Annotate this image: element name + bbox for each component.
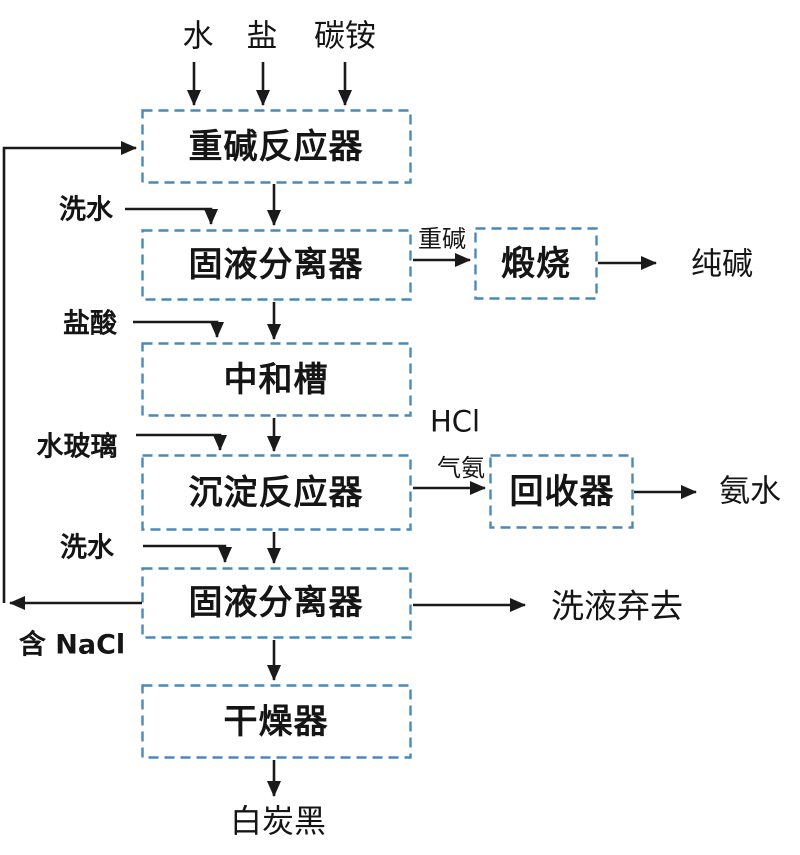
stream-heavy-alkali: 重碱	[418, 225, 466, 253]
box-neutralization-tank	[141, 342, 412, 417]
output-white-carbon-black: 白炭黑	[229, 802, 327, 840]
recycle-line-up-to-reactor	[2, 141, 137, 603]
node-recovery-unit: 回收器	[509, 472, 615, 512]
input-water-glass: 水玻璃	[36, 431, 118, 463]
stream-ammonia-gas: 气氨	[437, 454, 485, 482]
arrow-wash-water-1	[125, 207, 218, 225]
arrow-water-glass	[136, 433, 227, 451]
output-soda-ash: 纯碱	[691, 246, 753, 283]
input-wash-water-1: 洗水	[59, 194, 113, 226]
stream-hcl: HCl	[429, 404, 481, 439]
output-wash-liquid-discarded: 洗液弃去	[551, 586, 683, 626]
box-solid-liquid-separator-1	[141, 229, 412, 301]
box-heavy-alkali-reactor	[141, 109, 412, 184]
input-ammonium-bicarbonate: 碳铵	[314, 18, 376, 55]
node-solid-liquid-separator-1: 固液分离器	[188, 245, 364, 285]
node-heavy-alkali-reactor: 重碱反应器	[188, 127, 364, 167]
stream-contains-nacl: 含 NaCl	[18, 629, 126, 661]
box-dryer	[141, 684, 412, 759]
node-precipitation-reactor: 沉淀反应器	[188, 473, 364, 513]
arrow-hydrochloric-acid	[133, 320, 224, 338]
node-neutralization-tank: 中和槽	[223, 360, 329, 400]
box-solid-liquid-separator-2	[141, 567, 412, 639]
arrow-wash-water-2	[143, 544, 232, 563]
node-calcination: 煅烧	[501, 244, 571, 284]
node-dryer: 干燥器	[223, 702, 329, 742]
box-recovery-unit	[489, 454, 634, 529]
input-wash-water-2: 洗水	[60, 532, 114, 564]
node-solid-liquid-separator-2: 固液分离器	[188, 583, 364, 623]
output-ammonia-water: 氨水	[719, 473, 781, 510]
box-precipitation-reactor	[141, 454, 412, 531]
input-water: 水	[182, 18, 214, 55]
input-salt: 盐	[246, 18, 278, 55]
input-hydrochloric-acid: 盐酸	[63, 308, 117, 340]
